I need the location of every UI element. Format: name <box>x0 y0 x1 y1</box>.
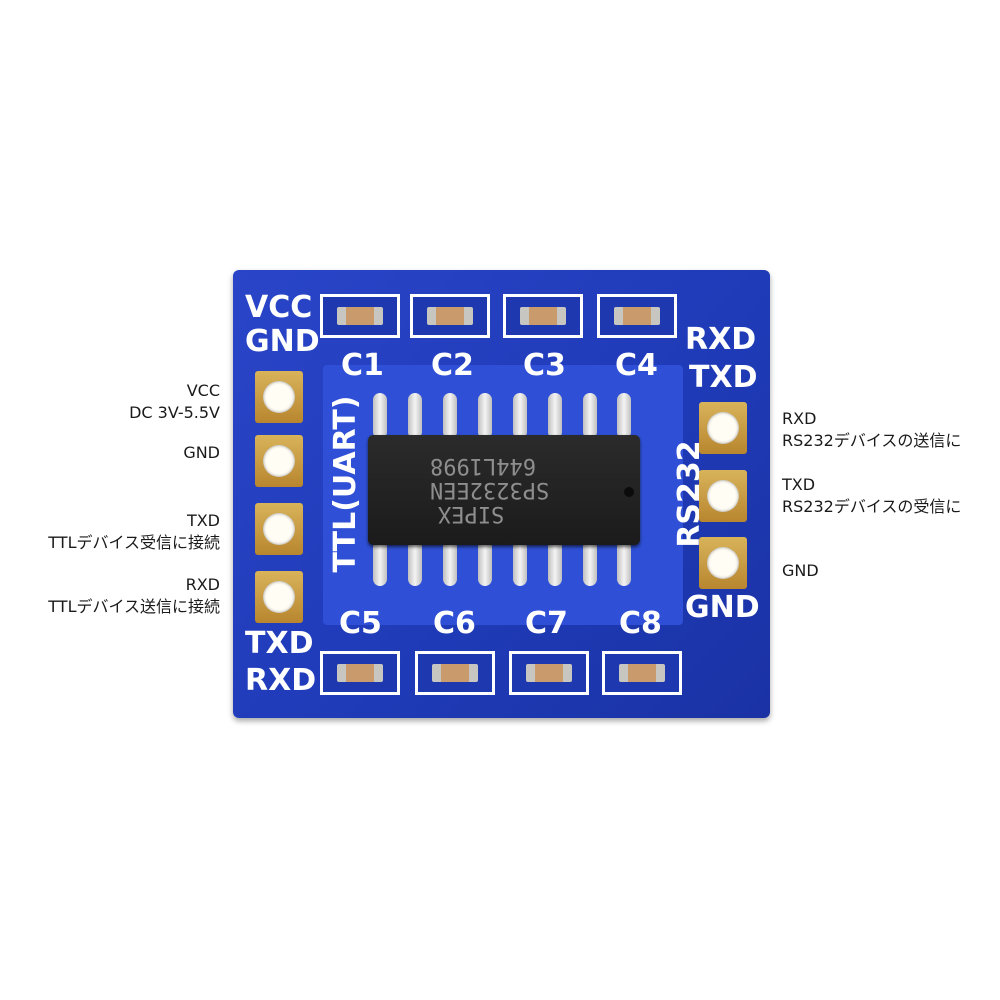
annotation-vcc-title: VCC <box>186 381 220 400</box>
ic-pin <box>443 393 457 439</box>
capacitor-c5 <box>320 651 400 695</box>
annotation-txd-right-title: TXD <box>782 475 816 494</box>
pin-vcc-pad <box>255 371 303 423</box>
silk-ttl-uart: TTL(UART) <box>328 395 363 573</box>
ic-pin <box>548 540 562 586</box>
silk-gnd-bottom: GND <box>685 590 760 625</box>
pin-gnd-left-pad <box>255 435 303 487</box>
annotation-rxd-right-title: RXD <box>782 409 817 428</box>
annotation-txd-left-title: TXD <box>186 511 220 530</box>
annotation-txd-right-detail: RS232デバイスの受信に <box>782 497 962 516</box>
ic-pin <box>373 540 387 586</box>
capacitor-c3-body <box>520 307 566 325</box>
annotation-rxd-left-detail: TTLデバイス送信に接続 <box>48 597 220 616</box>
annotation-gnd-left: GND <box>183 442 220 464</box>
silk-rxd-top: RXD <box>685 322 757 357</box>
capacitor-c2 <box>410 294 490 338</box>
silk-gnd-top: GND <box>245 324 320 359</box>
pin-txd-left-hole <box>263 513 295 545</box>
ic-pin <box>548 393 562 439</box>
pin-rxd-right-hole <box>707 412 739 444</box>
ic-pin <box>513 393 527 439</box>
capacitor-c4 <box>597 294 677 338</box>
chip-marking-part: SP3232EEN <box>430 477 550 502</box>
pin-txd-left-pad <box>255 503 303 555</box>
ic-pin <box>583 540 597 586</box>
chip-marking-lot: 644L1998 <box>430 453 536 478</box>
ic-pin <box>478 393 492 439</box>
capacitor-c1-body <box>337 307 383 325</box>
annotation-gnd-right-title: GND <box>782 561 819 580</box>
pin-vcc-hole <box>263 381 295 413</box>
annotation-gnd-left-title: GND <box>183 443 220 462</box>
capacitor-c7 <box>509 651 589 695</box>
silk-vcc: VCC <box>245 290 313 325</box>
ic-pin <box>373 393 387 439</box>
pin-gnd-right-hole <box>707 547 739 579</box>
ic-pin <box>617 540 631 586</box>
capacitor-c6-body <box>432 664 478 682</box>
ic-pin <box>617 393 631 439</box>
silk-c6: C6 <box>433 606 476 641</box>
silk-txd-bottom: TXD <box>245 626 314 661</box>
pin-rxd-right-pad <box>699 402 747 454</box>
silk-rxd-bottom: RXD <box>245 663 317 698</box>
capacitor-c3 <box>503 294 583 338</box>
annotation-txd-right: TXD RS232デバイスの受信に <box>782 474 961 518</box>
chip-pin1-marker <box>624 487 634 497</box>
pin-txd-right-pad <box>699 470 747 522</box>
annotation-gnd-right: GND <box>782 560 819 582</box>
sp3232-chip: SIPEX SP3232EEN 644L1998 <box>368 435 640 545</box>
annotation-rxd-right-detail: RS232デバイスの送信に <box>782 431 962 450</box>
ic-pin <box>443 540 457 586</box>
capacitor-c6 <box>415 651 495 695</box>
capacitor-c8-body <box>619 664 665 682</box>
pin-txd-right-hole <box>707 480 739 512</box>
silk-c2: C2 <box>431 348 474 383</box>
silk-c3: C3 <box>523 348 566 383</box>
chip-marking-brand: SIPEX <box>438 501 505 526</box>
pin-rxd-left-pad <box>255 571 303 623</box>
annotation-txd-left: TXD TTLデバイス受信に接続 <box>48 510 220 554</box>
capacitor-c7-body <box>526 664 572 682</box>
pin-gnd-left-hole <box>263 445 295 477</box>
pin-gnd-right-pad <box>699 537 747 589</box>
silk-txd-top: TXD <box>689 360 758 395</box>
annotation-vcc-detail: DC 3V-5.5V <box>129 403 220 422</box>
capacitor-c2-body <box>427 307 473 325</box>
capacitor-c5-body <box>337 664 383 682</box>
annotation-rxd-left: RXD TTLデバイス送信に接続 <box>48 574 220 618</box>
annotation-vcc: VCC DC 3V-5.5V <box>129 380 220 424</box>
silk-c7: C7 <box>525 606 568 641</box>
ic-pin <box>478 540 492 586</box>
annotation-txd-left-detail: TTLデバイス受信に接続 <box>48 533 220 552</box>
silk-c1: C1 <box>341 348 384 383</box>
ic-pin <box>583 393 597 439</box>
silk-c8: C8 <box>619 606 662 641</box>
ic-pin <box>408 393 422 439</box>
silk-c4: C4 <box>615 348 658 383</box>
silk-c5: C5 <box>339 606 382 641</box>
ic-pin <box>408 540 422 586</box>
annotation-rxd-left-title: RXD <box>185 575 220 594</box>
capacitor-c8 <box>602 651 682 695</box>
capacitor-c4-body <box>614 307 660 325</box>
capacitor-c1 <box>320 294 400 338</box>
pin-rxd-left-hole <box>263 581 295 613</box>
ic-pin <box>513 540 527 586</box>
annotation-rxd-right: RXD RS232デバイスの送信に <box>782 408 961 452</box>
